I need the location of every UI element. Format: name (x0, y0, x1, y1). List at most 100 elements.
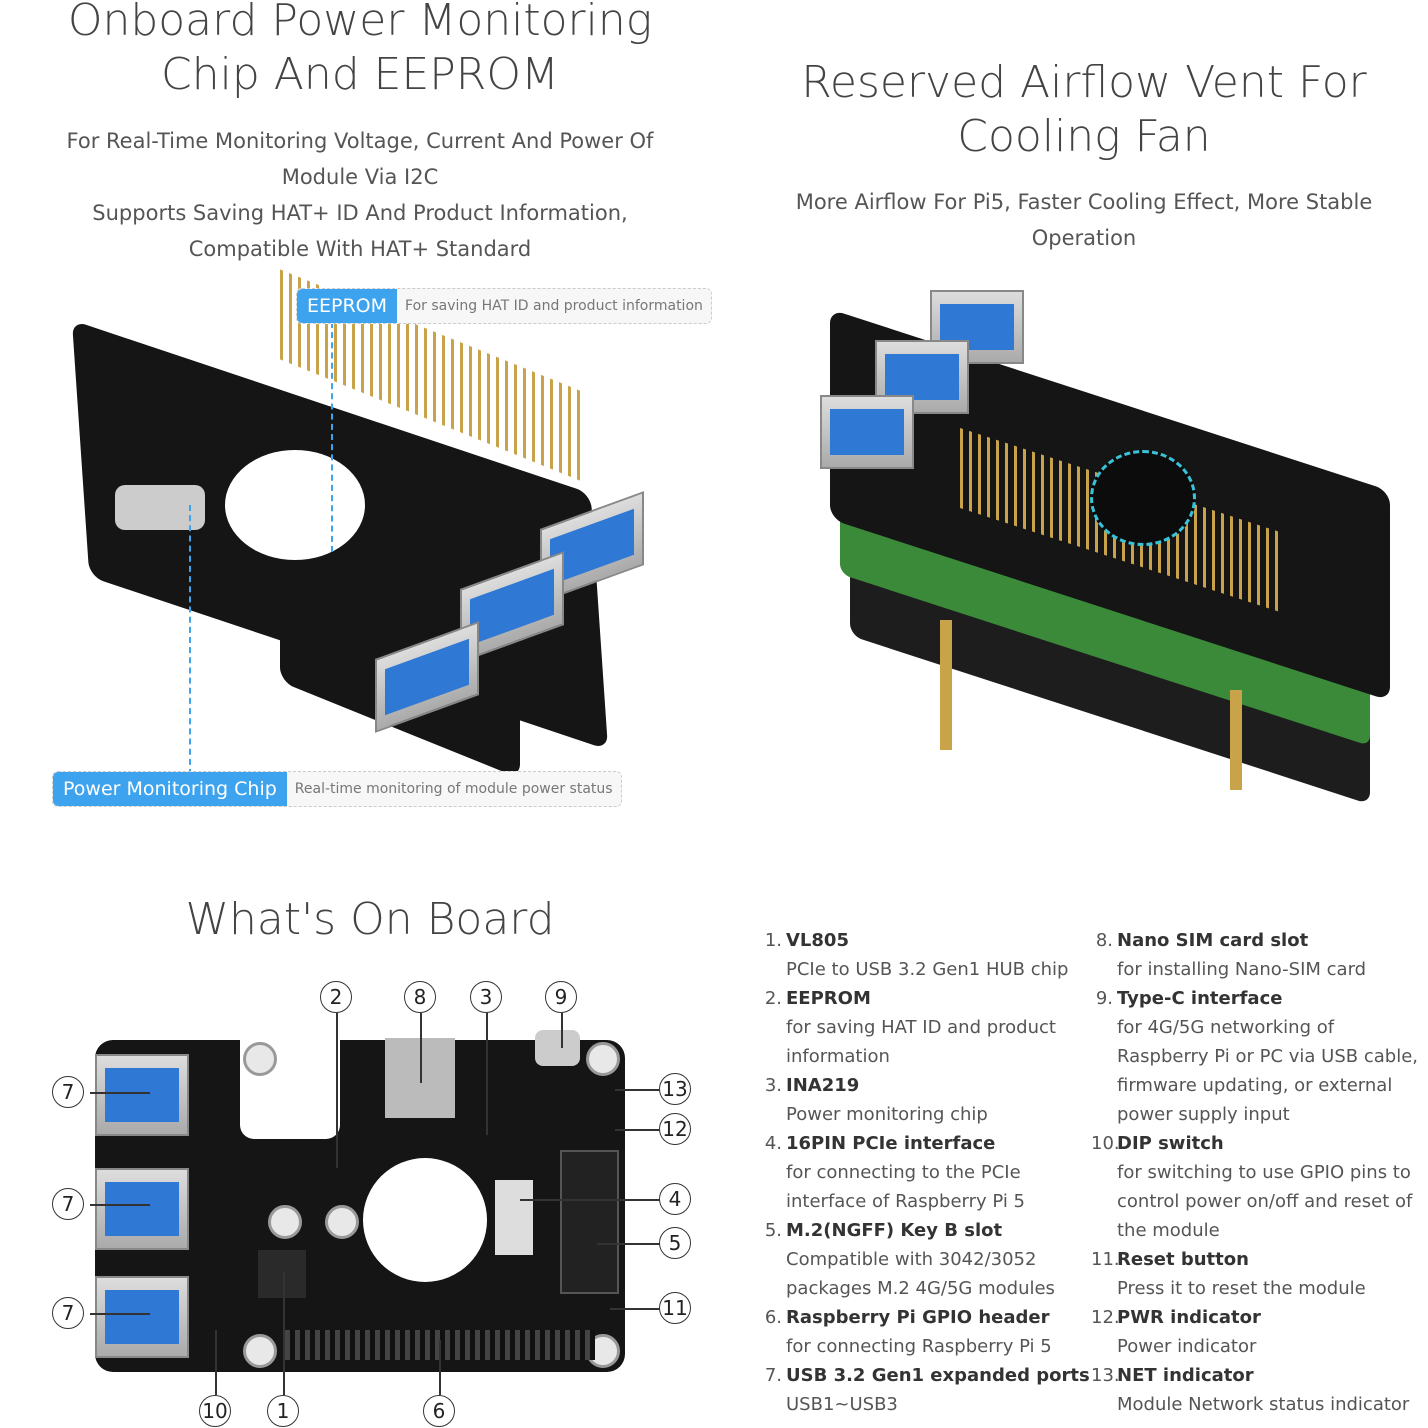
feature-desc: Raspberry Pi or PC via USB cable, (1117, 1046, 1418, 1067)
feature-number: 13. (1091, 1365, 1120, 1386)
feature-heading: 5.M.2(NGFF) Key B slot (760, 1216, 1090, 1245)
feature-name: EEPROM (786, 988, 871, 1009)
feature-name: 16PIN PCIe interface (786, 1133, 996, 1154)
feature-desc: the module (1117, 1220, 1220, 1241)
feature-name: USB 3.2 Gen1 expanded ports (786, 1365, 1090, 1386)
feature-number: 10. (1091, 1133, 1120, 1154)
feature-desc: information (786, 1046, 890, 1067)
subtitle-line: Compatible With HAT+ Standard (188, 237, 532, 261)
feature-number: 1. (764, 930, 782, 951)
feature-heading: 7.USB 3.2 Gen1 expanded ports (760, 1361, 1090, 1390)
feature-desc: packages M.2 4G/5G modules (786, 1278, 1055, 1299)
feature-desc: for connecting Raspberry Pi 5 (786, 1336, 1052, 1357)
feature-desc: for switching to use GPIO pins to (1117, 1162, 1411, 1183)
marker-3: 3 (470, 981, 502, 1013)
feature-heading: 9.Type-C interface (1091, 984, 1428, 1013)
callout-label: Power Monitoring Chip (53, 772, 287, 806)
feature-number: 5. (764, 1220, 782, 1241)
marker-11: 11 (659, 1292, 691, 1324)
feature-heading: 6.Raspberry Pi GPIO header (760, 1303, 1090, 1332)
callout-desc: For saving HAT ID and product informatio… (405, 298, 703, 314)
feature-desc: power supply input (1117, 1104, 1290, 1125)
feature-heading: 2.EEPROM (760, 984, 1090, 1013)
marker-4: 4 (659, 1183, 691, 1215)
feature-list-right: 8.Nano SIM card slot for installing Nano-… (1091, 926, 1428, 1419)
feature-desc: for connecting to the PCIe (786, 1162, 1021, 1183)
title-line: Chip And EEPROM (161, 49, 559, 100)
callout-label: EEPROM (297, 289, 398, 323)
subtitle-airflow: More Airflow For Pi5, Faster Cooling Eff… (740, 184, 1428, 256)
subtitle-line: Supports Saving HAT+ ID And Product Info… (92, 201, 628, 225)
feature-heading: 12.PWR indicator (1091, 1303, 1428, 1332)
marker-12: 12 (659, 1113, 691, 1145)
feature-item: 4.16PIN PCIe interface for connecting to … (760, 1129, 1090, 1216)
feature-desc: Module Network status indicator (1117, 1394, 1410, 1415)
marker-7: 7 (52, 1076, 84, 1108)
marker-7: 7 (52, 1297, 84, 1329)
feature-name: Nano SIM card slot (1117, 930, 1309, 951)
feature-heading: 1.VL805 (760, 926, 1090, 955)
feature-name: INA219 (786, 1075, 860, 1096)
feature-number: 2. (764, 988, 782, 1009)
feature-desc: Power indicator (1117, 1336, 1257, 1357)
feature-heading: 11.Reset button (1091, 1245, 1428, 1274)
feature-number: 4. (764, 1133, 782, 1154)
power-chip-callout: Power Monitoring Chip Real-time monitori… (52, 771, 622, 807)
feature-name: VL805 (786, 930, 849, 951)
marker-13: 13 (659, 1073, 691, 1105)
marker-7: 7 (52, 1188, 84, 1220)
callout-desc: Real-time monitoring of module power sta… (294, 781, 613, 797)
subtitle-line: Operation (1031, 226, 1137, 250)
feature-name: Raspberry Pi GPIO header (786, 1307, 1050, 1328)
feature-number: 8. (1095, 930, 1113, 951)
feature-heading: 10.DIP switch (1091, 1129, 1428, 1158)
subtitle-line: Module Via I2C (281, 165, 439, 189)
feature-desc: for installing Nano-SIM card (1117, 959, 1367, 980)
feature-heading: 4.16PIN PCIe interface (760, 1129, 1090, 1158)
feature-desc: interface of Raspberry Pi 5 (786, 1191, 1026, 1212)
subtitle-line: More Airflow For Pi5, Faster Cooling Eff… (795, 190, 1373, 214)
marker-8: 8 (404, 981, 436, 1013)
marker-10: 10 (199, 1395, 231, 1427)
feature-name: DIP switch (1117, 1133, 1224, 1154)
feature-item: 6.Raspberry Pi GPIO header for connecting… (760, 1303, 1090, 1361)
title-line: Onboard Power Monitoring (67, 0, 653, 46)
feature-desc: Compatible with 3042/3052 (786, 1249, 1037, 1270)
board-photo-stack (810, 280, 1410, 805)
subtitle-line: For Real-Time Monitoring Voltage, Curren… (66, 129, 654, 153)
feature-heading: 8.Nano SIM card slot (1091, 926, 1428, 955)
board-diagram (95, 1030, 625, 1372)
feature-heading: 13.NET indicator (1091, 1361, 1428, 1390)
marker-2: 2 (320, 981, 352, 1013)
title-line: Cooling Fan (957, 111, 1211, 162)
marker-1: 1 (267, 1395, 299, 1427)
feature-number: 3. (764, 1075, 782, 1096)
board-photo-angled (20, 269, 700, 780)
feature-item: 2.EEPROM for saving HAT ID and product inf… (760, 984, 1090, 1071)
eeprom-leader-line (331, 322, 333, 552)
marker-6: 6 (423, 1395, 455, 1427)
feature-number: 6. (764, 1307, 782, 1328)
title-line: Reserved Airflow Vent For (801, 57, 1367, 108)
marker-9: 9 (545, 981, 577, 1013)
feature-name: M.2(NGFF) Key B slot (786, 1220, 1003, 1241)
feature-desc: Press it to reset the module (1117, 1278, 1366, 1299)
feature-desc: for saving HAT ID and product (786, 1017, 1056, 1038)
eeprom-callout: EEPROM For saving HAT ID and product inf… (296, 288, 712, 324)
feature-name: Type-C interface (1117, 988, 1283, 1009)
feature-heading: 3.INA219 (760, 1071, 1090, 1100)
feature-name: NET indicator (1117, 1365, 1254, 1386)
feature-number: 9. (1095, 988, 1113, 1009)
title-power-monitoring: Onboard Power Monitoring Chip And EEPROM (20, 0, 700, 102)
feature-desc: PCIe to USB 3.2 Gen1 HUB chip (786, 959, 1069, 980)
title-whats-on-board: What's On Board (185, 894, 555, 945)
feature-desc: control power on/off and reset of (1117, 1191, 1413, 1212)
